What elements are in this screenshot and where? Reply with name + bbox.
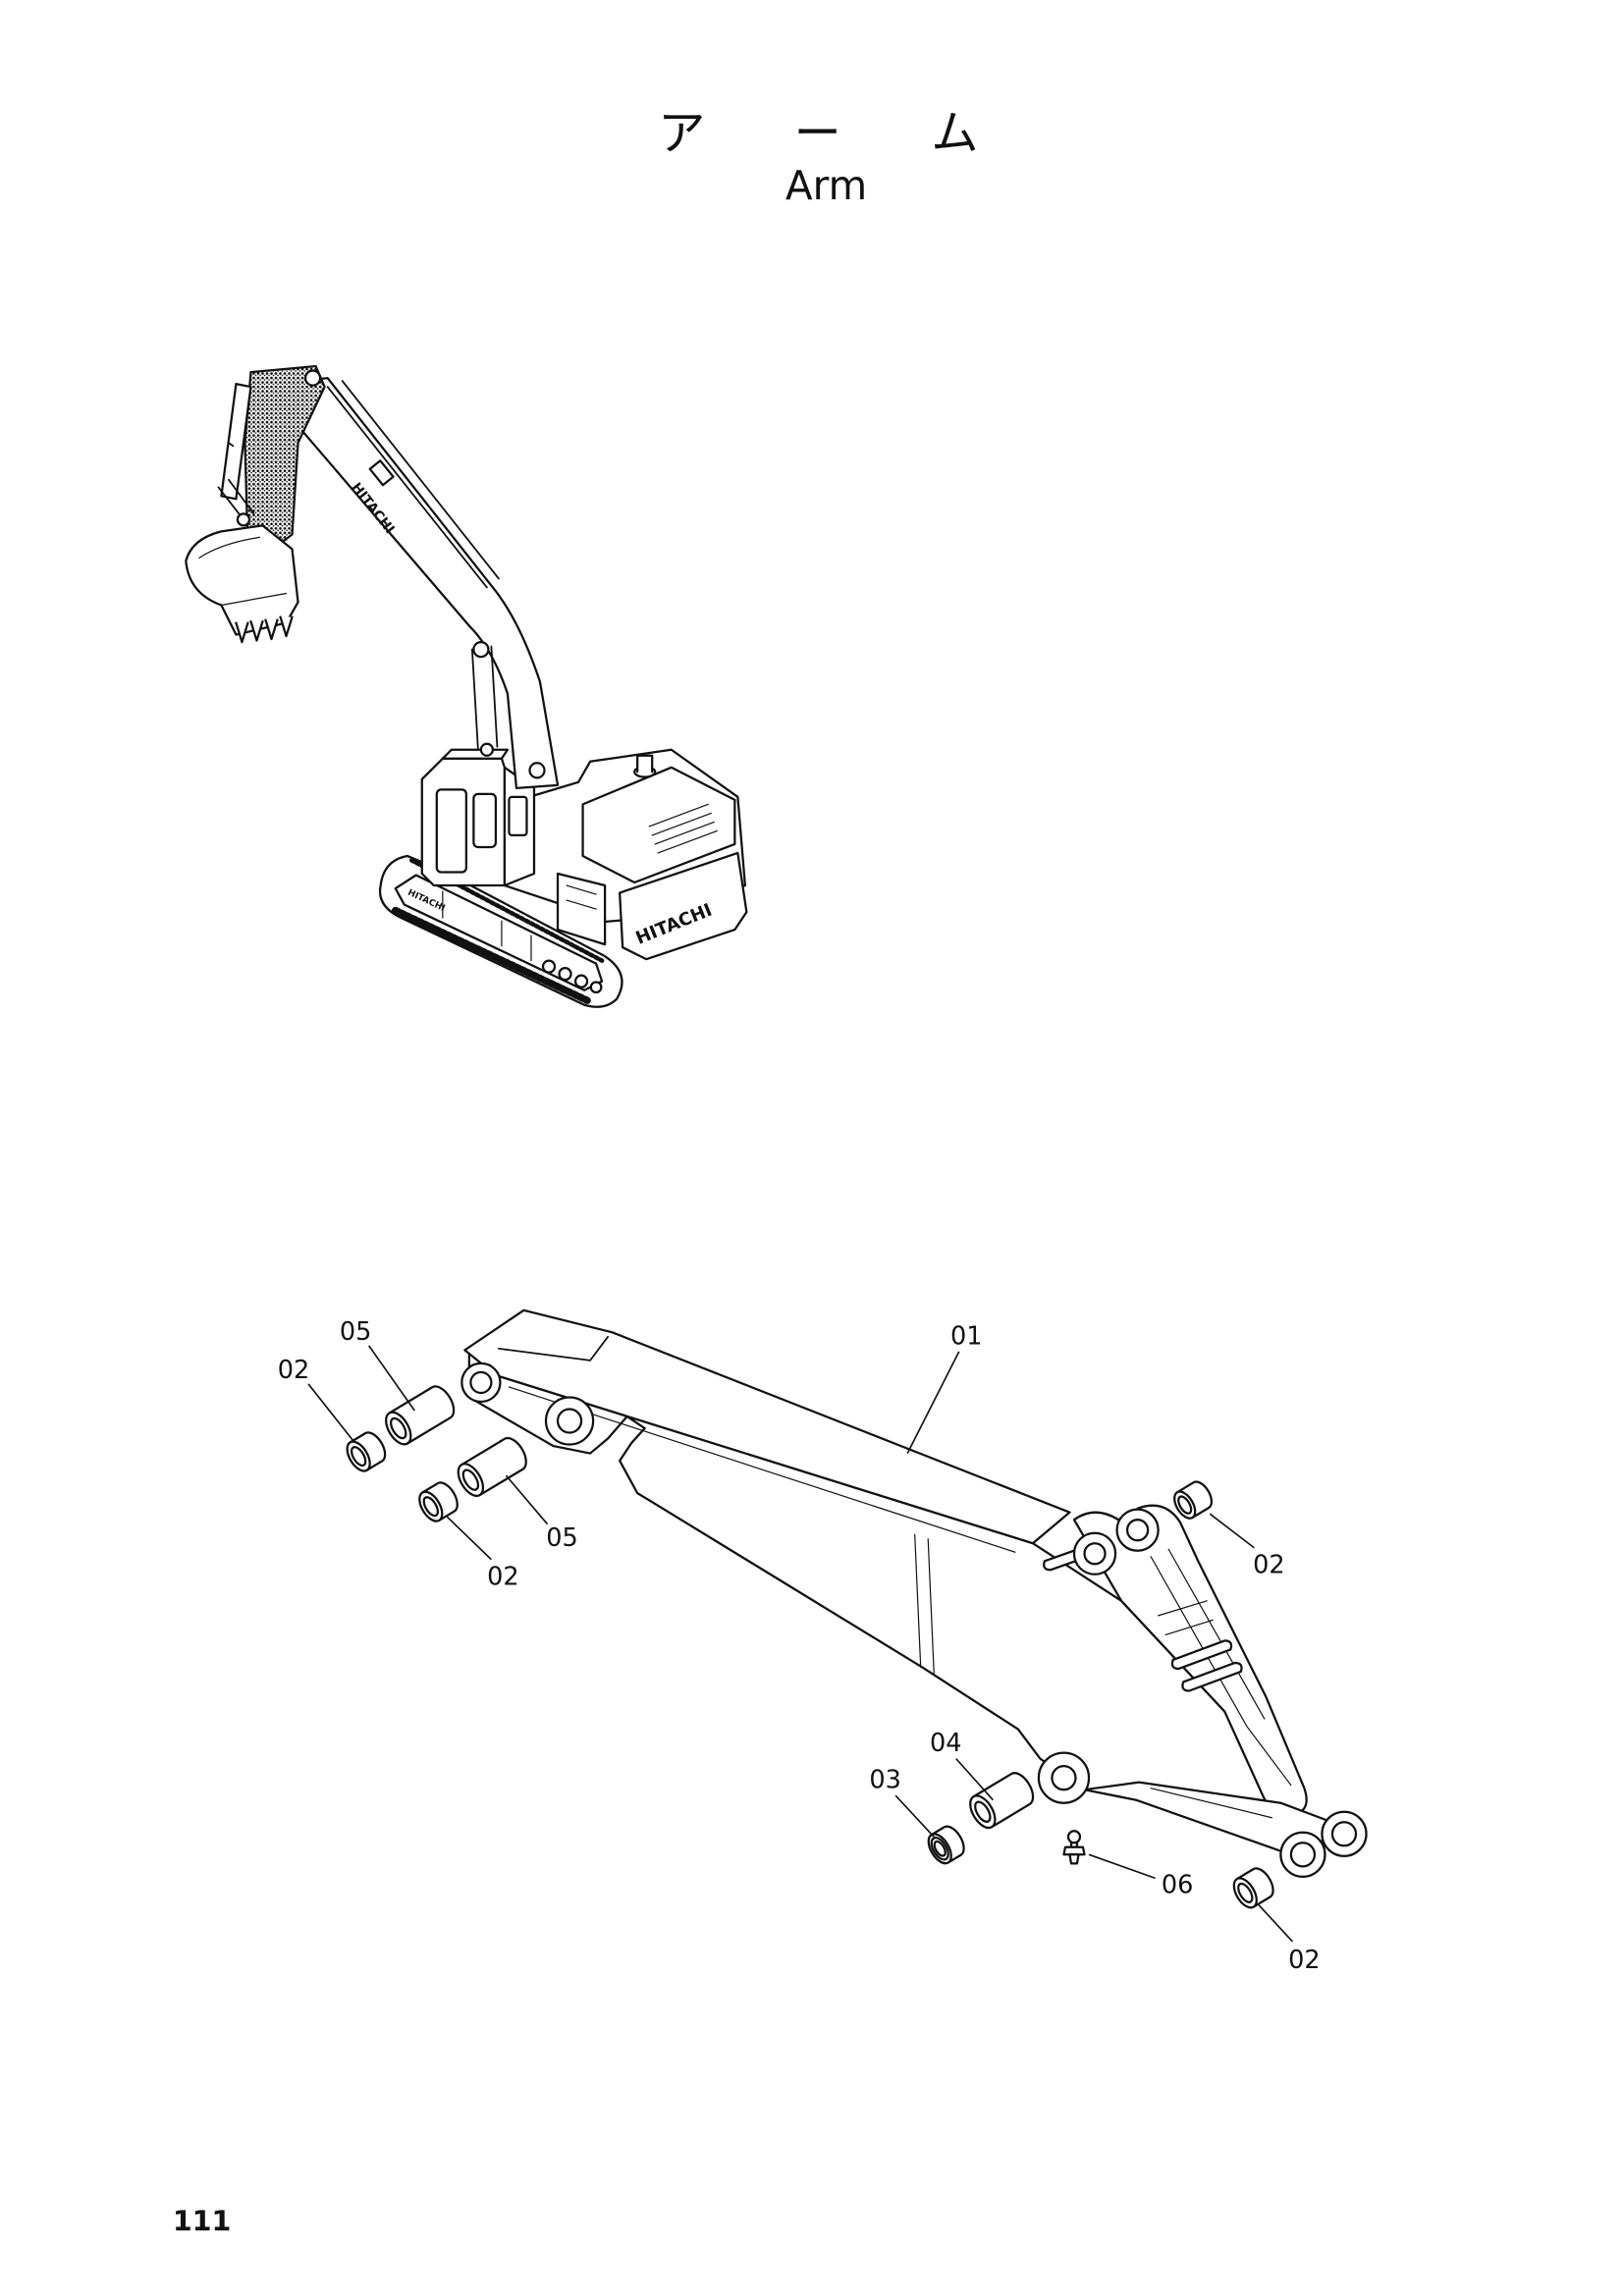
bushing-body bbox=[421, 1481, 459, 1522]
track-frame-panel-line bbox=[442, 890, 532, 962]
bushing-body bbox=[1175, 1480, 1214, 1520]
arm-exploded-diagram: 05 02 01 05 02 02 04 03 06 02 bbox=[278, 1308, 1368, 1975]
callout-label: 02 bbox=[1253, 1550, 1285, 1579]
excavator-illustration: HITACHI HITACHI HITACHI bbox=[185, 364, 748, 1008]
arm-top-plate-groove bbox=[498, 1335, 610, 1362]
boom-cylinder-foot-pin bbox=[479, 742, 495, 757]
callout-label: 01 bbox=[950, 1321, 982, 1351]
grease-fitting-hex bbox=[1062, 1845, 1086, 1856]
page-title-ja: アーム bbox=[658, 106, 1069, 161]
leader-line bbox=[906, 1351, 960, 1454]
track-roller bbox=[558, 967, 572, 982]
cab-rear-window bbox=[508, 795, 528, 837]
side-door bbox=[556, 872, 607, 946]
cab-roof bbox=[441, 748, 510, 760]
part-02-bushing bbox=[346, 1431, 387, 1472]
bushing-bore bbox=[461, 1468, 480, 1491]
arm-bracket-slot bbox=[1170, 1639, 1233, 1671]
arm-foot-boss-bore bbox=[469, 1370, 493, 1395]
callout-label: 02 bbox=[487, 1562, 519, 1591]
seal-ring-bore bbox=[933, 1840, 947, 1857]
callout-label: 06 bbox=[1162, 1870, 1193, 1899]
leader-line bbox=[505, 1474, 549, 1525]
side-door-line bbox=[566, 884, 597, 910]
arm-bracket-boss-bore bbox=[1083, 1542, 1107, 1566]
page-title-en: Arm bbox=[785, 162, 867, 209]
part-04-bushing bbox=[969, 1772, 1035, 1830]
leader-line bbox=[1209, 1513, 1255, 1549]
callout-label: 02 bbox=[1288, 1946, 1321, 1975]
arm-bracket-boss-bore bbox=[1125, 1519, 1150, 1542]
grease-fitting-ball bbox=[1066, 1830, 1082, 1844]
arm-bracket-inner-line bbox=[1150, 1548, 1292, 1787]
callout-label: 05 bbox=[340, 1317, 372, 1347]
arm-top-pin bbox=[303, 369, 322, 387]
bushing-bore bbox=[422, 1496, 439, 1518]
bucket-tooth bbox=[264, 618, 279, 641]
bushing-bore bbox=[1237, 1882, 1254, 1903]
part-02-bushing bbox=[1232, 1867, 1274, 1909]
bucket-link-pin bbox=[236, 512, 251, 527]
callout-label: 05 bbox=[546, 1523, 578, 1553]
track-shoes-bottom bbox=[391, 906, 591, 1004]
engine-cover bbox=[581, 766, 736, 884]
cab-front-window bbox=[435, 788, 467, 874]
arm-weld-seam bbox=[914, 1533, 935, 1675]
bucket-tooth bbox=[235, 621, 249, 644]
arm-bottom-plate bbox=[1083, 1781, 1329, 1863]
boom bbox=[300, 376, 560, 789]
leader-line bbox=[1258, 1903, 1293, 1943]
part-02-bushing bbox=[418, 1481, 459, 1522]
arm-cylinder bbox=[326, 380, 500, 589]
callout-label: 04 bbox=[930, 1729, 961, 1758]
leader-line bbox=[307, 1383, 353, 1441]
part-05-bushing bbox=[457, 1436, 527, 1498]
leader-line bbox=[446, 1516, 492, 1561]
bucket-inner-line bbox=[198, 536, 288, 607]
bucket-cylinder bbox=[220, 382, 252, 501]
arm-link-boss-bore bbox=[1330, 1821, 1358, 1847]
track-roller bbox=[541, 959, 557, 974]
part-06-grease-fitting bbox=[1062, 1830, 1086, 1865]
leader-line bbox=[894, 1794, 935, 1838]
arm-cylinder-boss-bore bbox=[556, 1408, 583, 1434]
bucket-tooth bbox=[249, 619, 264, 642]
engine-grille bbox=[648, 803, 718, 854]
callout-label: 02 bbox=[278, 1356, 310, 1385]
cab-side-window bbox=[472, 792, 498, 849]
bushing-bore bbox=[350, 1446, 367, 1468]
arm-cylinder-barrel-end bbox=[368, 459, 395, 487]
part-03-seal-ring bbox=[927, 1825, 965, 1865]
part-02-bushing bbox=[1173, 1480, 1214, 1520]
grease-fitting-thread bbox=[1068, 1853, 1080, 1865]
boom-cylinder bbox=[470, 645, 499, 751]
bushing-bore bbox=[390, 1416, 407, 1440]
arm-point-boss-bore bbox=[1051, 1765, 1077, 1791]
exhaust-pipe bbox=[636, 754, 654, 774]
boom-foot-pin bbox=[528, 762, 546, 779]
bushing-body bbox=[349, 1431, 387, 1471]
leader-line bbox=[368, 1345, 415, 1412]
part-05-bushing bbox=[385, 1385, 456, 1446]
arm-link-boss-bore bbox=[1289, 1842, 1317, 1868]
track-roller bbox=[573, 974, 589, 988]
part-01-arm bbox=[460, 1308, 1368, 1878]
leader-line bbox=[955, 1758, 994, 1801]
bucket-tooth bbox=[279, 615, 294, 638]
bucket-cylinder-rod bbox=[228, 442, 235, 448]
bushing-bore bbox=[1177, 1495, 1193, 1515]
boom-cylinder-pin bbox=[472, 640, 490, 659]
leader-line bbox=[1088, 1853, 1156, 1880]
arm-bottom-plate-line bbox=[1150, 1788, 1272, 1819]
track-roller bbox=[589, 981, 603, 994]
bushing-bore bbox=[974, 1800, 992, 1823]
arm-bracket-crossbar bbox=[1158, 1600, 1214, 1636]
bushing-body bbox=[1235, 1867, 1274, 1908]
page-number: 111 bbox=[173, 2205, 232, 2238]
callout-label: 03 bbox=[869, 1766, 901, 1795]
counterweight bbox=[619, 851, 748, 961]
bucket bbox=[185, 524, 299, 636]
arm-bracket-slot bbox=[1181, 1661, 1243, 1692]
